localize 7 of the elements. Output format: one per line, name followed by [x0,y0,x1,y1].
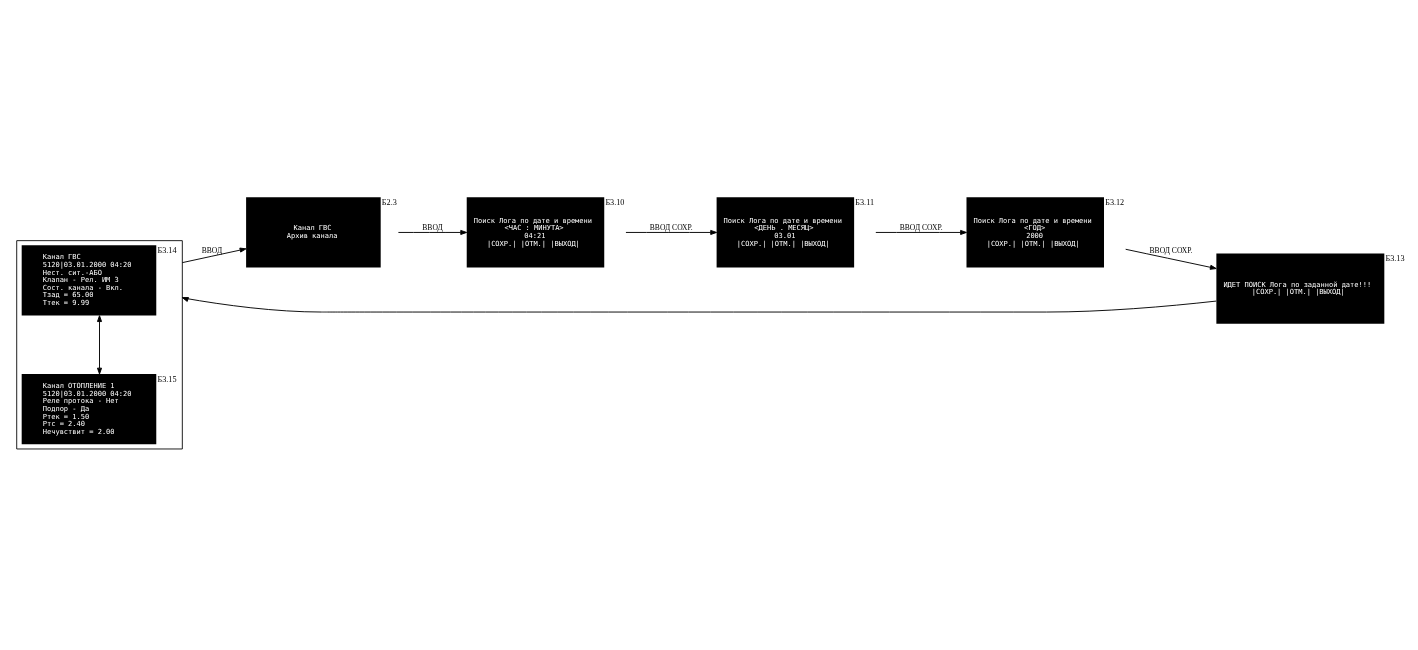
node-label: Б3.12 [1105,197,1125,207]
node-label: Б3.14 [157,245,177,255]
node-label: Б2.3 [381,197,397,207]
node-label: Б3.13 [1385,253,1405,263]
node-label: Б3.10 [605,197,625,207]
node-label: Б3.11 [855,197,875,207]
node-label: Б3.15 [157,374,177,384]
